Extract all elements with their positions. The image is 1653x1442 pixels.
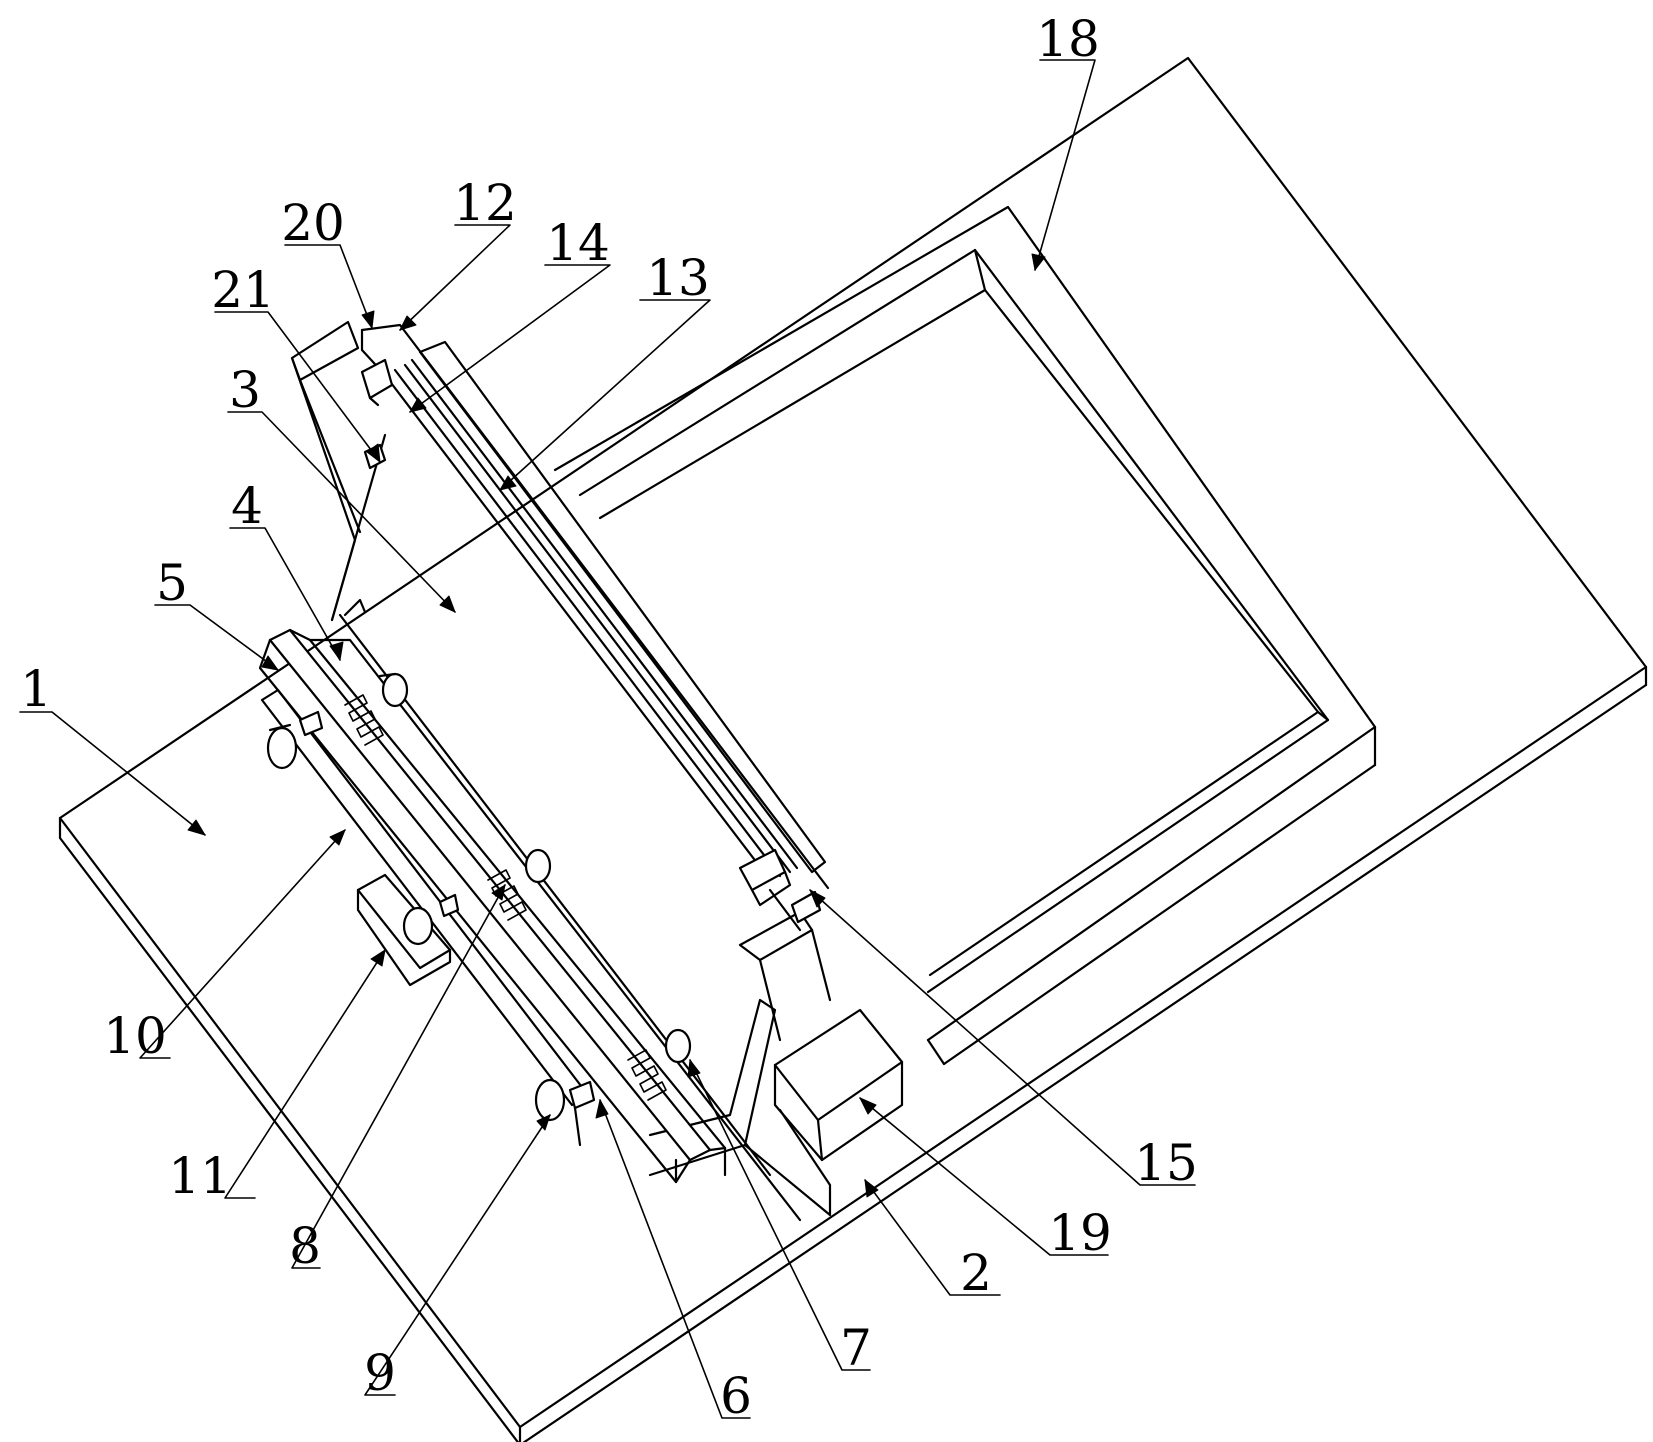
callout-21: 21 xyxy=(211,261,275,319)
callout-1: 1 xyxy=(20,660,52,718)
callout-12: 12 xyxy=(453,174,517,232)
callout-8: 8 xyxy=(289,1217,321,1275)
tray xyxy=(553,205,1377,1066)
callout-6: 6 xyxy=(720,1367,752,1425)
rail xyxy=(360,323,830,932)
motor-block xyxy=(773,1008,904,1162)
callout-11: 11 xyxy=(168,1147,232,1205)
callout-9: 9 xyxy=(364,1344,396,1402)
callout-13: 13 xyxy=(646,249,710,307)
callout-14: 14 xyxy=(546,214,610,272)
callout-3: 3 xyxy=(229,361,261,419)
callout-18: 18 xyxy=(1036,10,1100,68)
callout-20: 20 xyxy=(281,194,345,252)
callout-4: 4 xyxy=(231,477,263,535)
clamp-bar xyxy=(258,598,802,1222)
clip-block xyxy=(356,873,460,987)
callout-7: 7 xyxy=(840,1319,872,1377)
pin-rail xyxy=(260,688,596,1147)
leader-lines xyxy=(19,59,1196,1419)
callout-2: 2 xyxy=(960,1244,992,1302)
callout-15: 15 xyxy=(1134,1134,1198,1192)
springs xyxy=(344,672,692,1101)
base-plate xyxy=(58,56,1648,1442)
callout-19: 19 xyxy=(1048,1204,1112,1262)
callout-5: 5 xyxy=(156,554,188,612)
callout-10: 10 xyxy=(103,1007,167,1065)
